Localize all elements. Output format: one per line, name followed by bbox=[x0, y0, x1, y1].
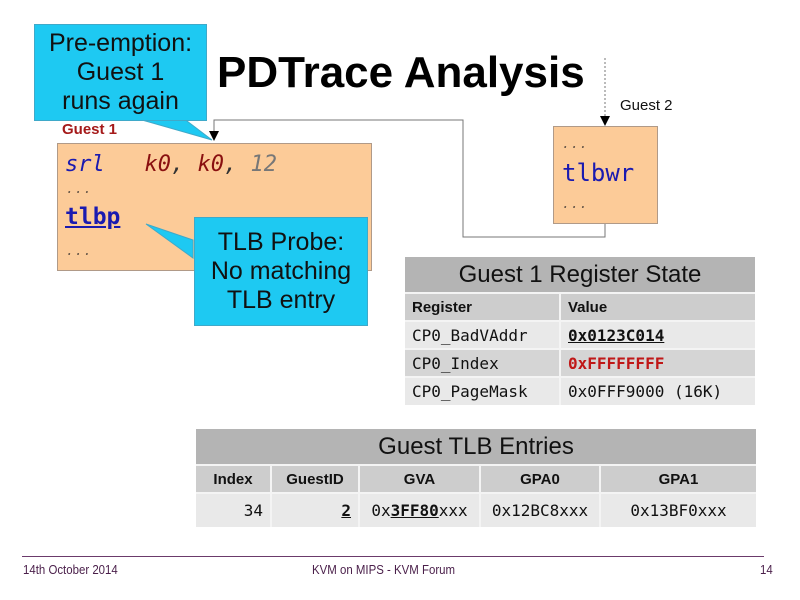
tlb-index: 34 bbox=[243, 501, 263, 520]
tlbprobe-callout-pointer bbox=[145, 223, 194, 259]
tlbwr-instruction[interactable]: tlbwr bbox=[562, 159, 635, 187]
column-header-guestid: GuestID bbox=[270, 465, 359, 493]
tlb-gva: 0x3FF80xxx bbox=[358, 493, 480, 527]
register-value-badvaddr: 0x0123C014 bbox=[559, 321, 755, 349]
tlb-table-title: Guest TLB Entries bbox=[196, 429, 756, 465]
opcode-srl: srl bbox=[65, 152, 105, 177]
register-name: CP0_BadVAddr bbox=[412, 325, 528, 345]
return-path-line bbox=[213, 119, 606, 238]
slide-title: PDTrace Analysis bbox=[217, 48, 585, 97]
table-row: CP0_PageMask 0x0FFF9000 (16K) bbox=[405, 377, 755, 405]
column-header-index: Index bbox=[213, 470, 253, 488]
guest2-arrowhead bbox=[600, 116, 610, 126]
guest1-arrowhead bbox=[209, 131, 219, 141]
table-row: CP0_BadVAddr 0x0123C014 bbox=[405, 321, 755, 349]
gva-highlight: 3FF80 bbox=[390, 501, 439, 520]
column-header-register: Register bbox=[412, 298, 473, 316]
column-header-gpa0: GPA0 bbox=[479, 465, 600, 493]
guest2-label: Guest 2 bbox=[620, 97, 673, 114]
register-name: CP0_Index bbox=[412, 353, 499, 373]
guest1-label: Guest 1 bbox=[62, 121, 118, 138]
column-header-gpa1: GPA1 bbox=[599, 465, 756, 493]
tlb-gpa1: 0x13BF0xxx bbox=[599, 493, 756, 527]
guest-tlb-table: Guest TLB Entries Index GuestID GVA GPA0… bbox=[196, 429, 756, 527]
table-row: 34 2 0x3FF80xxx 0x12BC8xxx 0x13BF0xxx bbox=[196, 493, 756, 527]
srl-instruction-line: srl k0, k0, 12 bbox=[65, 152, 277, 177]
ellipsis: ... bbox=[66, 182, 93, 197]
preemption-callout: Pre-emption: Guest 1 runs again bbox=[34, 24, 207, 121]
operand-shift-amount: 12 bbox=[250, 152, 278, 177]
tlbp-instruction[interactable]: tlbp bbox=[65, 204, 121, 230]
column-header-value: Value bbox=[559, 293, 755, 321]
tlb-guestid: 2 bbox=[270, 493, 359, 527]
footer-date: 14th October 2014 bbox=[23, 562, 118, 577]
operand-k0-src: k0 bbox=[197, 152, 225, 177]
ellipsis: ... bbox=[562, 137, 589, 152]
register-state-table: Guest 1 Register State Register Value CP… bbox=[405, 257, 755, 405]
operand-k0-dest: k0 bbox=[144, 152, 172, 177]
column-header-gva: GVA bbox=[358, 465, 480, 493]
register-value-index: 0xFFFFFFFF bbox=[559, 349, 755, 377]
ellipsis: ... bbox=[562, 197, 589, 212]
register-table-title: Guest 1 Register State bbox=[405, 257, 755, 293]
tlb-probe-callout: TLB Probe: No matching TLB entry bbox=[194, 217, 368, 326]
tlb-gpa0: 0x12BC8xxx bbox=[479, 493, 600, 527]
preemption-callout-pointer bbox=[134, 117, 213, 141]
register-name: CP0_PageMask bbox=[412, 382, 528, 401]
footer-divider bbox=[22, 556, 764, 557]
guest2-code-box: ... tlbwr ... bbox=[553, 126, 658, 224]
register-value-pagemask: 0x0FFF9000 (16K) bbox=[559, 377, 755, 405]
ellipsis: ... bbox=[66, 244, 93, 259]
page-number: 14 bbox=[760, 562, 773, 577]
footer-title: KVM on MIPS - KVM Forum bbox=[312, 562, 456, 577]
table-row: CP0_Index 0xFFFFFFFF bbox=[405, 349, 755, 377]
